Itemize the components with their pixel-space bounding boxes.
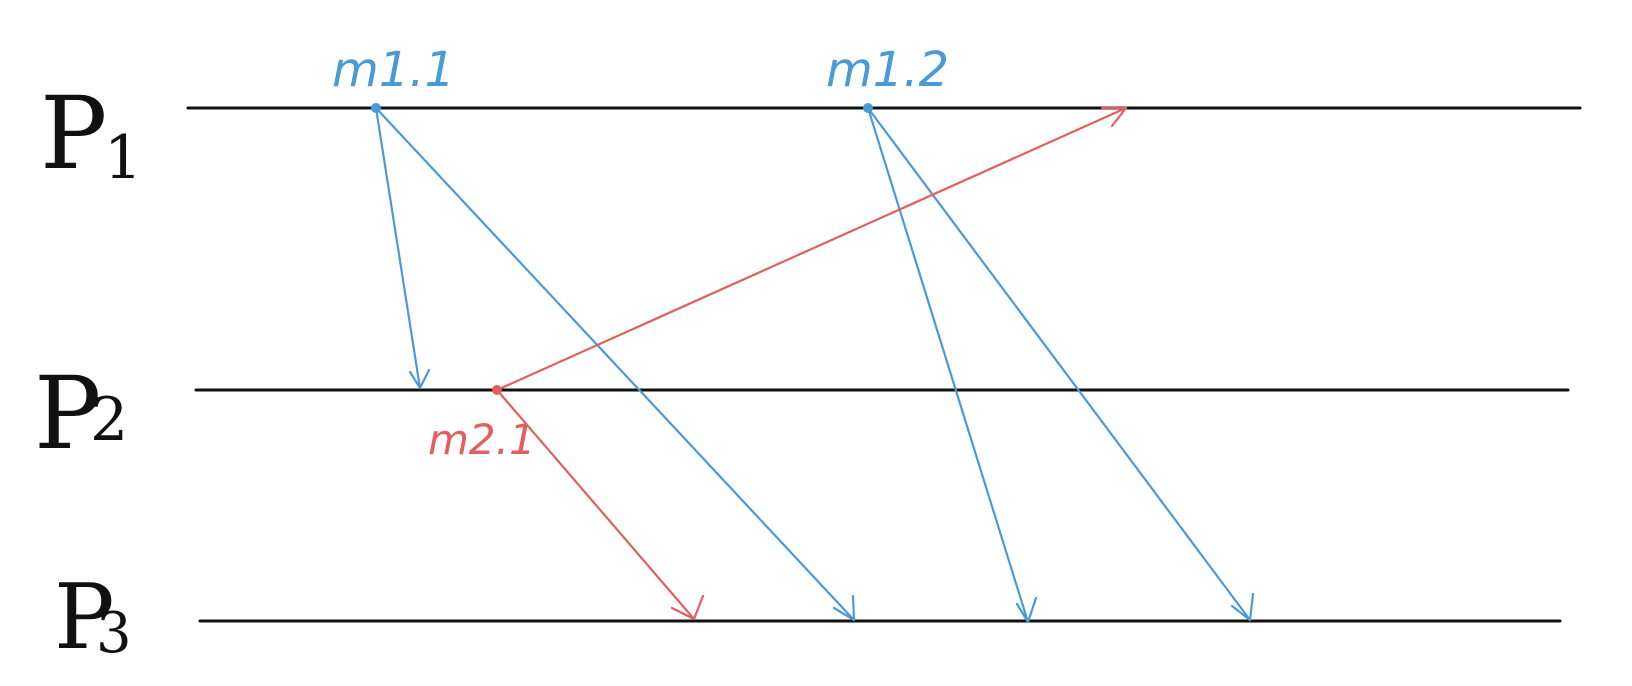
message-m2-1-label: m2.1 (428, 415, 536, 464)
message-m1-1-to-p3-arrow (374, 106, 856, 622)
process-label-p2-subscript: 2 (90, 385, 128, 455)
message-m1-2-to-p3-arrow-1 (866, 106, 1030, 624)
message-m2-1-to-p3-arrowhead (670, 594, 705, 621)
process-label-p3: P 3 (54, 565, 132, 670)
message-m1-2-label: m1.2 (826, 42, 949, 98)
message-m2-1-to-p1-arrow (495, 106, 1128, 392)
message-m1-2-to-p3-arrowhead-2 (1230, 592, 1255, 622)
process-label-p2-letter: P (34, 355, 101, 472)
message-m1-2-to-p3-arrow-2 (866, 106, 1252, 622)
process-label-p3-subscript: 3 (96, 601, 132, 666)
message-m2-1-to-p3-arrow (495, 388, 696, 621)
message-m1-2-to-p3-arrowhead-1 (1015, 596, 1038, 624)
process-label-p3-letter: P (54, 565, 115, 670)
process-label-p1-letter: P (40, 75, 107, 192)
process-label-p1-subscript: 1 (104, 123, 142, 193)
message-m1-1: m1.1 (332, 42, 856, 622)
process-label-p2: P 2 (34, 355, 128, 472)
message-m1-1-label: m1.1 (332, 42, 455, 98)
process-label-p1: P 1 (40, 75, 142, 193)
message-m1-1-to-p2-arrow (374, 106, 422, 390)
message-m1-1-to-p2-arrowhead (408, 368, 431, 390)
message-m1-1-to-p3-arrowhead (832, 594, 856, 622)
message-m2-1: m2.1 (428, 106, 1128, 621)
message-m2-1-to-p1-arrowhead (1100, 106, 1128, 128)
message-m1-2: m1.2 (826, 42, 1255, 624)
